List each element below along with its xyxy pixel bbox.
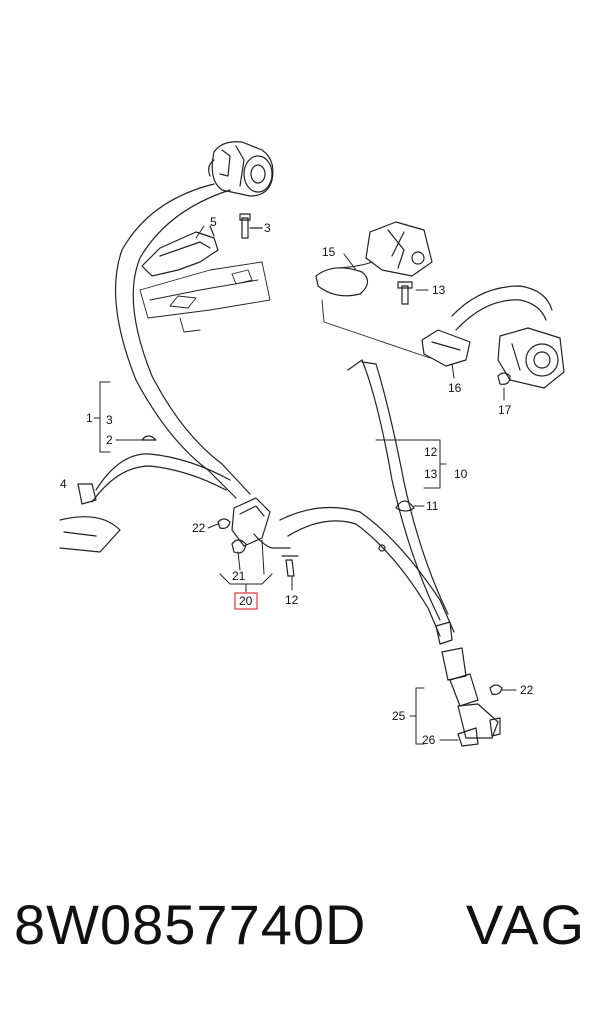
callout-15: 15 [322, 245, 336, 259]
footer: 8W0857740D VAG [14, 892, 586, 982]
upper-retractor [208, 141, 274, 197]
center-belt-webbing [279, 359, 455, 637]
cap-11 [395, 500, 415, 512]
guide-16 [421, 329, 471, 367]
upper-right-retractor [315, 221, 433, 305]
callout-11: 11 [426, 499, 439, 513]
callout-13-top: 13 [432, 283, 446, 297]
cap-2 [141, 435, 157, 441]
callout-3-left: 3 [106, 413, 113, 427]
callout-1: 1 [86, 411, 93, 425]
callout-10: 10 [454, 467, 468, 481]
buckle-assembly-20 [217, 497, 299, 577]
callout-2: 2 [106, 433, 113, 447]
lap-belt-left [59, 453, 231, 553]
callout-22-right: 22 [520, 683, 534, 697]
seat-belt-exploded-diagram: 3 5 15 13 16 17 1 3 2 12 13 10 4 11 22 2… [59, 141, 565, 747]
callout-labels: 3 5 15 13 16 17 1 3 2 12 13 10 4 11 22 2… [60, 215, 534, 747]
callout-20-highlight [234, 592, 258, 610]
callout-26: 26 [422, 733, 436, 747]
callout-16: 16 [448, 381, 462, 395]
callout-leaders [77, 225, 517, 745]
rear-right-retractor [451, 285, 565, 389]
routing-line [321, 299, 431, 359]
lower-buckle-assembly-25 [435, 621, 503, 747]
floor-panel-left [139, 261, 271, 333]
callout-12-bolt: 12 [285, 593, 299, 607]
callout-3-top: 3 [264, 221, 271, 235]
callout-25: 25 [392, 709, 406, 723]
callout-12-bracket: 12 [424, 445, 438, 459]
callout-4: 4 [60, 477, 67, 491]
callout-5: 5 [210, 215, 217, 229]
callout-21: 21 [232, 569, 246, 583]
bolt-3-top [239, 213, 263, 239]
callout-22-left: 22 [192, 521, 206, 535]
callout-17: 17 [498, 403, 512, 417]
brand-label: VAG [465, 893, 586, 956]
callout-13-bracket: 13 [424, 467, 438, 481]
callout-20: 20 [239, 594, 253, 608]
part-number: 8W0857740D [14, 893, 367, 956]
left-belt-webbing [114, 183, 251, 499]
bracket-5 [141, 225, 219, 277]
